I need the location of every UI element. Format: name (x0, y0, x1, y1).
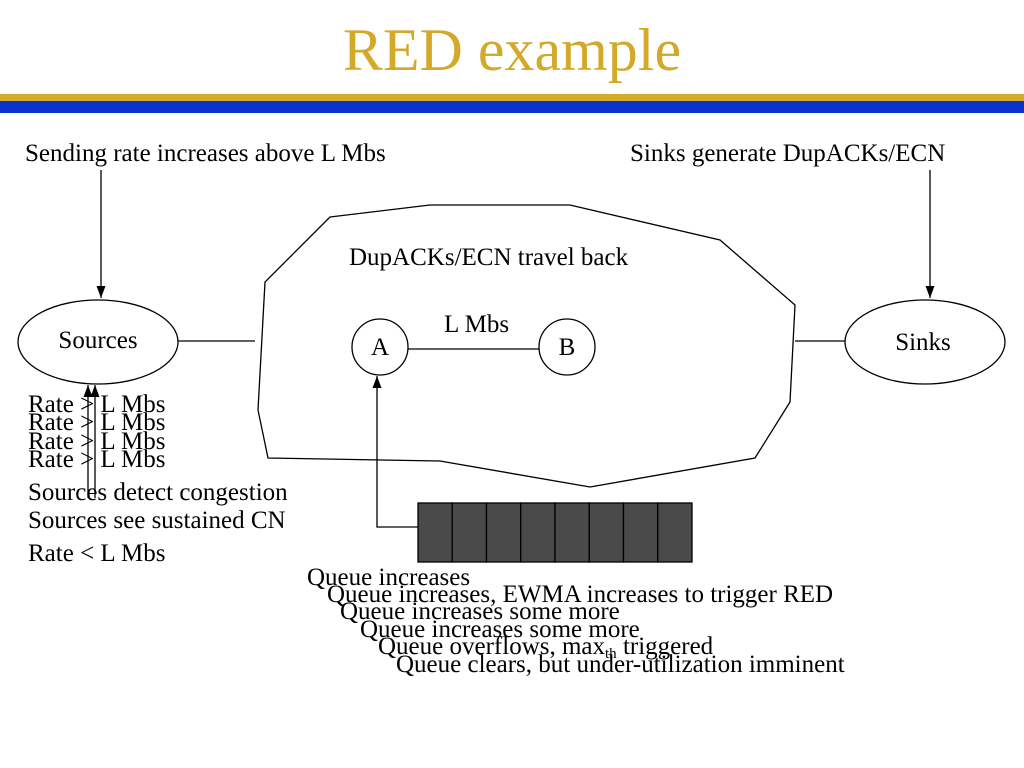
link-capacity-label: L Mbs (444, 311, 509, 338)
sending-rate-label: Sending rate increases above L Mbs (25, 140, 386, 167)
queue-event: Queue clears, but under-utilization immi… (396, 651, 845, 678)
queue-event: Queue increases, EWMA increases to trigg… (327, 581, 833, 608)
queue-event-overflow-text: Queue overflows, max (378, 633, 606, 660)
sinks-node (844, 299, 1006, 385)
router-b-node (538, 318, 596, 376)
router-b-label: B (559, 334, 576, 361)
cloud-label: DupACKs/ECN travel back (349, 244, 629, 271)
queue-event: Queue increases some more (340, 598, 620, 625)
rate-above-note: Rate > L Mbs (28, 446, 165, 473)
queue-cell (554, 502, 590, 563)
queue-event: Queue increases some more (360, 616, 640, 643)
queue-event-overflow: Queue overflows, maxth triggered (378, 633, 714, 662)
queue-cell (657, 502, 693, 563)
title-rule-blue (0, 101, 1024, 113)
queue-cell (485, 502, 522, 563)
queue-cell (417, 502, 453, 563)
sources-detect-note: Sources detect congestion (28, 479, 288, 506)
queue-event-overflow-suffix: triggered (617, 633, 714, 660)
sources-sustained-note: Sources see sustained CN (28, 507, 286, 534)
title-rule-gold (0, 94, 1024, 101)
sources-label: Sources (58, 327, 137, 354)
router-a-label: A (371, 334, 389, 361)
router-a-node (351, 318, 409, 376)
max-th-subscript: th (605, 646, 617, 662)
queue-cell (451, 502, 488, 563)
sources-node (17, 299, 179, 385)
queue-cell (622, 502, 659, 563)
slide-title: RED example (343, 17, 681, 83)
rate-below-note: Rate < L Mbs (28, 540, 165, 567)
queue-event: Queue increases (307, 564, 470, 591)
rate-above-note: Rate > L Mbs (28, 428, 165, 455)
queue-to-router-arrow (372, 376, 418, 528)
queue-buffer (417, 502, 693, 563)
rate-above-note: Rate > L Mbs (28, 409, 165, 436)
queue-cell (588, 502, 625, 563)
queue-cell (520, 502, 556, 563)
network-cloud (257, 204, 796, 488)
sinks-generate-label: Sinks generate DupACKs/ECN (630, 140, 945, 167)
sinks-label: Sinks (895, 329, 951, 356)
